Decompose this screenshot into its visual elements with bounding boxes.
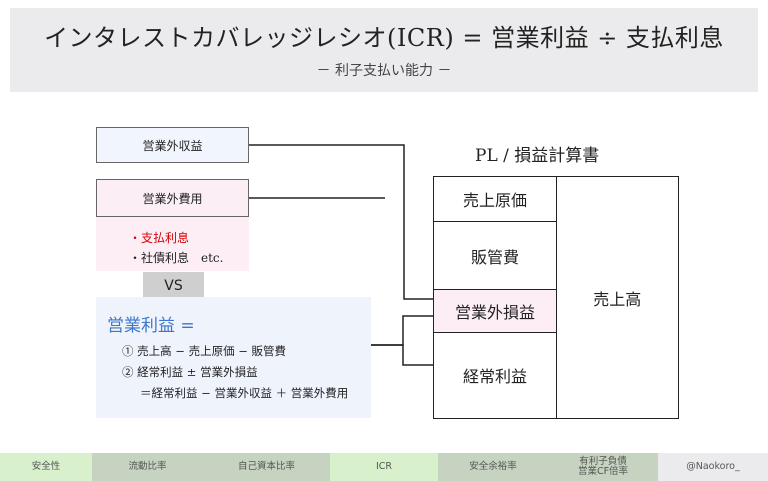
nav-item-icr[interactable]: ICR — [330, 453, 438, 481]
nav-item-safety-margin[interactable]: 安全余裕率 — [438, 453, 548, 481]
page-subtitle: － 利子支払い能力 － — [316, 63, 452, 79]
pl-revenue: 売上高 — [555, 176, 679, 419]
connector-op-profit-2 — [371, 344, 433, 366]
operating-profit-heading: 営業利益 = — [107, 316, 195, 336]
expense-item-interest: ・支払利息 — [129, 231, 190, 245]
pl-row-ordinary-profit: 経常利益 — [433, 331, 557, 419]
formula-line-2: ② 経常利益 ± 営業外損益 — [122, 365, 258, 379]
nav-item-equity-ratio[interactable]: 自己資本比率 — [203, 453, 330, 481]
non-op-income-box: 営業外収益 — [96, 127, 249, 163]
formula-line-3: ＝経常利益 − 営業外収益 ＋ 営業外費用 — [140, 386, 349, 400]
nav-item-author[interactable]: @Naokoro_ — [658, 453, 768, 481]
nav-item-current-ratio[interactable]: 流動比率 — [92, 453, 203, 481]
formula-line-1: ① 売上高 − 売上原価 − 販管費 — [122, 344, 287, 358]
title-banner: インタレストカバレッジレシオ(ICR) = 営業利益 ÷ 支払利息 － 利子支払… — [10, 8, 758, 92]
vs-badge: VS — [143, 272, 204, 299]
pl-table: 売上原価 販管費 営業外損益 経常利益 売上高 — [433, 176, 679, 419]
bottom-nav: 安全性 流動比率 自己資本比率 ICR 安全余裕率 有利子負債営業CF倍率 @N… — [0, 453, 768, 481]
connector-income — [249, 144, 433, 300]
pl-row-non-op: 営業外損益 — [433, 289, 557, 333]
pl-title: PL / 損益計算書 — [475, 146, 600, 166]
nav-item-safety[interactable]: 安全性 — [0, 453, 92, 481]
connector-op-profit-1 — [371, 315, 433, 346]
nav-item-debt-cf-ratio[interactable]: 有利子負債営業CF倍率 — [548, 453, 658, 481]
expense-detail-box: ・支払利息 ・社債利息 etc. — [96, 217, 249, 271]
pl-row-cost-of-sales: 売上原価 — [433, 176, 557, 222]
expense-item-bond-interest: ・社債利息 etc. — [129, 251, 224, 265]
pl-row-sga: 販管費 — [433, 220, 557, 291]
non-op-expense-box: 営業外費用 — [96, 179, 249, 217]
page-title: インタレストカバレッジレシオ(ICR) = 営業利益 ÷ 支払利息 — [44, 24, 724, 52]
nav-debt-cf-label: 有利子負債営業CF倍率 — [577, 455, 629, 477]
operating-profit-box: 営業利益 = ① 売上高 − 売上原価 − 販管費 ② 経常利益 ± 営業外損益… — [96, 297, 371, 418]
